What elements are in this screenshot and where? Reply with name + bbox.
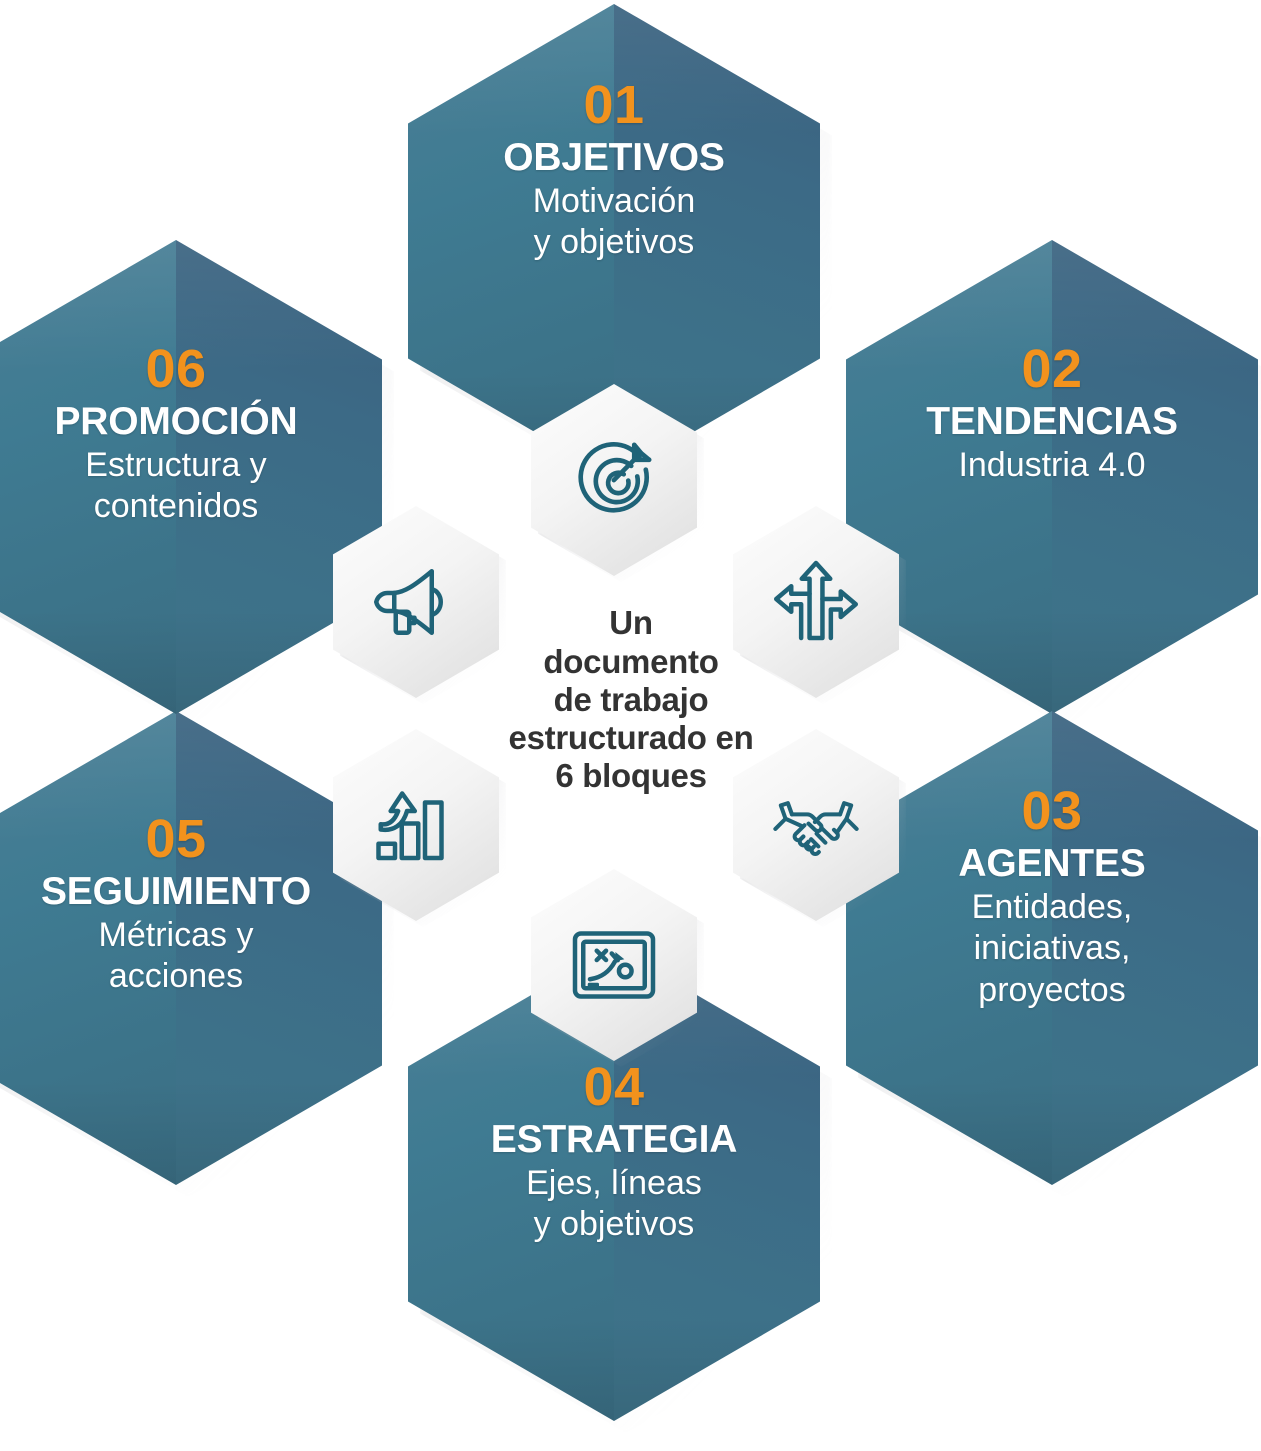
block-number-05: 05 bbox=[145, 809, 207, 869]
block-title-02: TENDENCIAS bbox=[926, 400, 1178, 443]
block-subtitle-03-line1: Entidades, bbox=[971, 887, 1133, 926]
block-subtitle-05-line1: Métricas y bbox=[98, 915, 254, 954]
block-title-03: AGENTES bbox=[958, 842, 1146, 885]
block-label-01: 01 OBJETIVOS Motivación y objetivos bbox=[408, 78, 820, 263]
block-label-04: 04 ESTRATEGIA Ejes, líneas y objetivos bbox=[408, 1060, 820, 1245]
center-caption: Un documento de trabajo estructurado en … bbox=[509, 604, 754, 795]
block-number-04: 04 bbox=[583, 1057, 645, 1117]
block-label-03: 03 AGENTES Entidades, iniciativas, proye… bbox=[846, 784, 1258, 1011]
strategy-board-icon bbox=[572, 931, 656, 999]
block-subtitle-05-line2: acciones bbox=[108, 957, 244, 996]
three-way-arrows-icon bbox=[774, 560, 858, 641]
center-line-1: Un bbox=[609, 604, 653, 642]
block-label-06: 06 PROMOCIÓN Estructura y contenidos bbox=[0, 342, 382, 527]
block-title-05: SEGUIMIENTO bbox=[40, 870, 312, 913]
block-number-01: 01 bbox=[583, 75, 645, 135]
center-line-4: estructurado en bbox=[508, 719, 754, 757]
center-line-3: de trabajo bbox=[553, 680, 709, 718]
block-subtitle-04-line1: Ejes, líneas bbox=[526, 1163, 702, 1202]
target-icon bbox=[578, 442, 652, 513]
block-number-02: 02 bbox=[1021, 339, 1083, 399]
bar-chart-growth-icon bbox=[376, 791, 444, 861]
center-hub: Un documento de trabajo estructurado en … bbox=[441, 560, 821, 840]
block-subtitle-01-line2: y objetivos bbox=[533, 223, 695, 262]
handshake-icon bbox=[773, 801, 859, 857]
megaphone-icon bbox=[374, 569, 443, 635]
block-subtitle-03-line3: proyectos bbox=[978, 971, 1126, 1010]
block-subtitle-01-line1: Motivación bbox=[532, 181, 696, 220]
block-title-04: ESTRATEGIA bbox=[490, 1118, 738, 1161]
block-title-01: OBJETIVOS bbox=[503, 136, 725, 179]
block-subtitle-06-line2: contenidos bbox=[93, 487, 259, 526]
center-line-5: 6 bloques bbox=[555, 757, 707, 795]
block-subtitle-06-line1: Estructura y bbox=[85, 445, 267, 484]
block-subtitle-02-line1: Industria 4.0 bbox=[958, 445, 1146, 484]
block-number-03: 03 bbox=[1021, 781, 1083, 841]
block-number-06: 06 bbox=[145, 339, 207, 399]
block-label-02: 02 TENDENCIAS Industria 4.0 bbox=[846, 342, 1258, 485]
block-title-06: PROMOCIÓN bbox=[54, 400, 298, 443]
center-line-2: documento bbox=[543, 642, 719, 680]
block-subtitle-04-line2: y objetivos bbox=[533, 1205, 695, 1244]
block-subtitle-03-line2: iniciativas, bbox=[973, 929, 1131, 968]
block-label-05: 05 SEGUIMIENTO Métricas y acciones bbox=[0, 812, 382, 997]
